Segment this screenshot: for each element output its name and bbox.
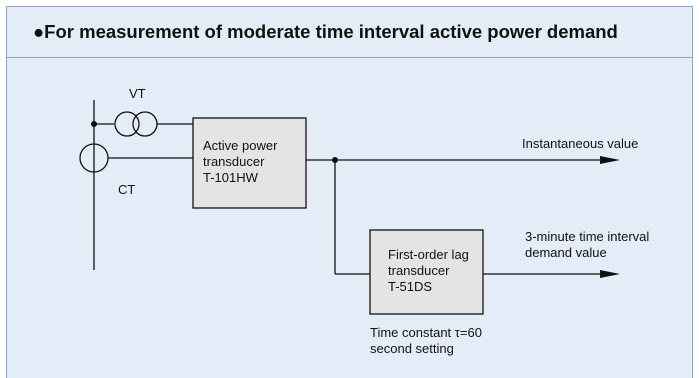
- transducer1-label: Active power transducer T-101HW: [203, 138, 277, 186]
- vt-symbol-left-coil: [114, 111, 140, 137]
- transducer1-line2: transducer: [203, 154, 265, 169]
- transducer1-line1: Active power: [203, 138, 278, 153]
- transducer2-line3: T-51DS: [388, 279, 433, 294]
- vt-symbol-right-coil: [132, 111, 158, 137]
- page-title: ●For measurement of moderate time interv…: [33, 21, 618, 42]
- output2-arrow: [600, 270, 620, 278]
- header: ●For measurement of moderate time interv…: [7, 7, 692, 58]
- output2-label-line2: demand value: [525, 245, 607, 260]
- vt-label: VT: [129, 86, 146, 101]
- output2-label-line1: 3-minute time interval: [525, 229, 650, 244]
- transducer1-box: [192, 117, 307, 209]
- transducer2-label: First-order lag transducer T-51DS: [388, 247, 469, 295]
- time-constant-line2: second setting: [370, 341, 454, 356]
- time-constant-line1: Time constant τ=60: [370, 325, 482, 340]
- output1-arrow: [600, 156, 620, 164]
- output1-label: Instantaneous value: [522, 136, 639, 151]
- ct-label: CT: [118, 182, 136, 197]
- transducer2-line2: transducer: [388, 263, 450, 278]
- transducer1-line3: T-101HW: [203, 170, 258, 185]
- output2-label: 3-minute time interval demand value: [525, 229, 649, 261]
- transducer2-box: [369, 229, 484, 315]
- transducer2-line1: First-order lag: [388, 247, 469, 262]
- diagram-panel: ●For measurement of moderate time interv…: [6, 6, 693, 378]
- time-constant-label: Time constant τ=60 second setting: [370, 325, 482, 357]
